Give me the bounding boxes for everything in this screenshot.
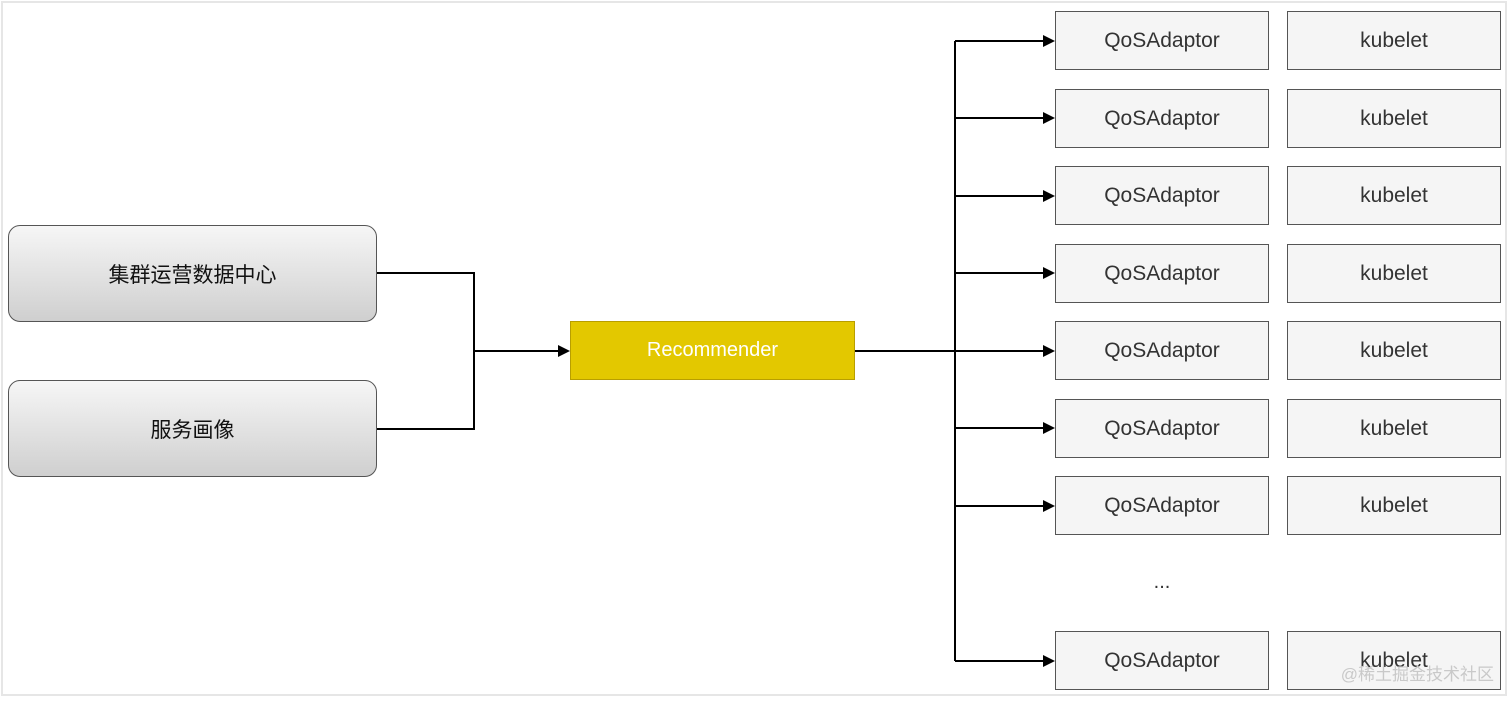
watermark: @稀土掘金技术社区 (1340, 665, 1494, 684)
recommender-node: Recommender (570, 321, 855, 380)
source-node-service-profile: 服务画像 (8, 380, 377, 477)
kubelet-node-1: kubelet (1287, 11, 1501, 70)
qosadaptor-node-1: QoSAdaptor (1055, 11, 1269, 70)
qosadaptor-node-6: QoSAdaptor (1055, 399, 1269, 458)
kubelet-node-2: kubelet (1287, 89, 1501, 148)
qosadaptor-node-3: QoSAdaptor (1055, 166, 1269, 225)
connector-source-2 (377, 351, 475, 430)
kubelet-node-4: kubelet (1287, 244, 1501, 303)
kubelet-node-6: kubelet (1287, 399, 1501, 458)
qosadaptor-node-4: QoSAdaptor (1055, 244, 1269, 303)
kubelet-node-8: kubelet (1287, 631, 1501, 690)
qosadaptor-node-7: QoSAdaptor (1055, 476, 1269, 535)
more-rows-ellipsis: ... (1153, 571, 1171, 593)
connector-source-1 (377, 272, 475, 351)
kubelet-node-5: kubelet (1287, 321, 1501, 380)
qosadaptor-node-2: QoSAdaptor (1055, 89, 1269, 148)
qosadaptor-node-8: QoSAdaptor (1055, 631, 1269, 690)
kubelet-node-3: kubelet (1287, 166, 1501, 225)
kubelet-node-7: kubelet (1287, 476, 1501, 535)
source-node-cluster-ops: 集群运营数据中心 (8, 225, 377, 322)
qosadaptor-node-5: QoSAdaptor (1055, 321, 1269, 380)
